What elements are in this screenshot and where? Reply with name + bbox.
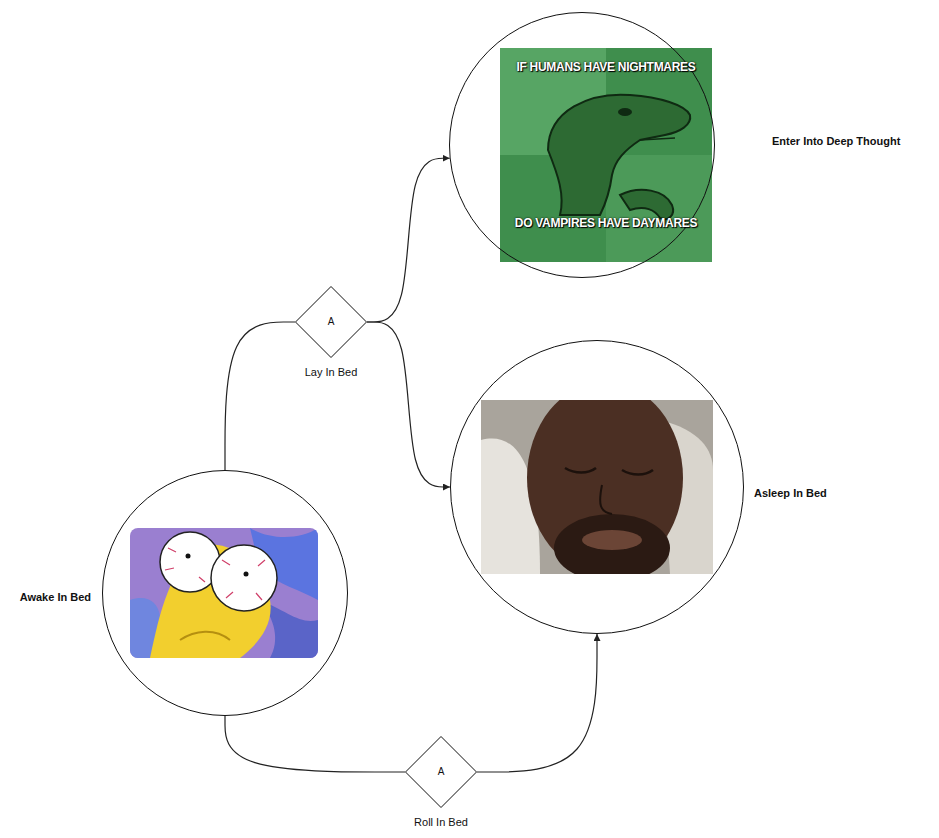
decision-diamond: ALay In Bed	[295, 286, 367, 358]
meme-caption: DO VAMPIRES HAVE DAYMARES	[503, 216, 709, 232]
diamond-shape	[296, 287, 367, 358]
flow-connector	[477, 634, 597, 772]
circle-outline	[102, 470, 348, 716]
state-label: Awake In Bed	[20, 591, 91, 604]
flow-connector	[225, 716, 405, 772]
flow-connector	[367, 322, 450, 487]
state-circle: Asleep In Bed	[450, 340, 744, 634]
decision-label: Lay In Bed	[305, 366, 358, 379]
circle-shape	[103, 471, 348, 716]
decision-letter: A	[438, 766, 445, 778]
circle-outline	[449, 12, 715, 278]
decision-label: Roll In Bed	[414, 816, 468, 829]
meme-caption: IF HUMANS HAVE NIGHTMARES	[503, 60, 709, 76]
circle-shape	[451, 341, 744, 634]
decision-diamond: ARoll In Bed	[405, 736, 477, 808]
raptor-picture	[500, 48, 712, 262]
awake-picture	[130, 528, 318, 658]
state-label: Enter Into Deep Thought	[772, 135, 900, 148]
state-label: Asleep In Bed	[754, 487, 827, 500]
decision-letter: A	[328, 316, 335, 328]
circle-outline	[450, 340, 744, 634]
flow-connector	[367, 158, 450, 322]
state-circle: IF HUMANS HAVE NIGHTMARES DO VAMPIRES HAV…	[449, 12, 715, 278]
flow-connector	[225, 322, 295, 470]
circle-shape	[450, 13, 715, 278]
sleeping-picture	[481, 400, 713, 574]
diamond-shape	[406, 737, 477, 808]
state-circle: Awake In Bed	[102, 470, 348, 716]
